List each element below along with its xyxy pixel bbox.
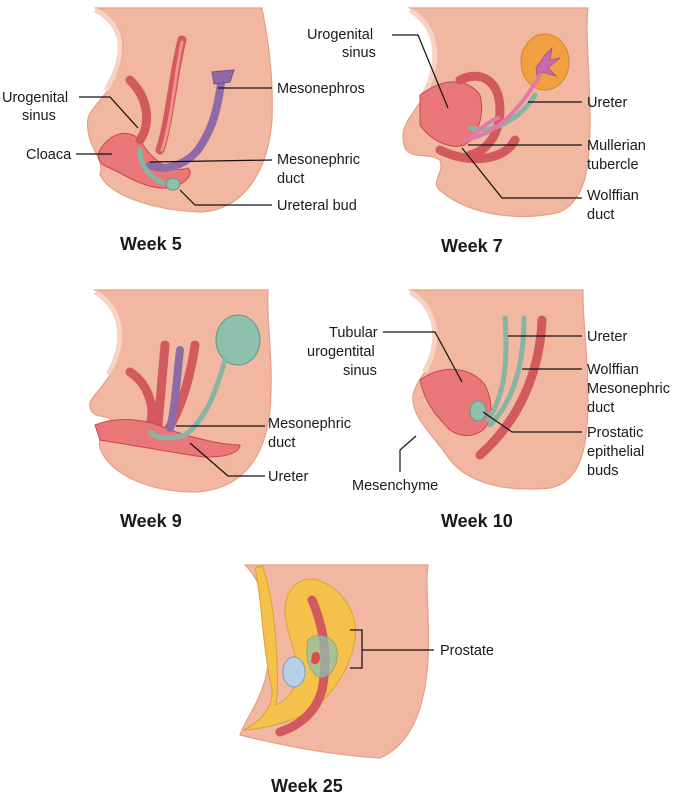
urogenital-sinus-week-7	[419, 81, 483, 147]
label-mesonephric-duct-week-5: Mesonephric duct	[277, 152, 364, 187]
caption-week-10: Week 10	[441, 511, 513, 531]
label-mesonephric-duct-week-9: Mesonephric duct	[268, 416, 355, 451]
label-ureteral-bud-week-5: Ureteral bud	[277, 198, 357, 214]
panel-week-5: Urogenital sinus Cloaca Mesonephros Meso…	[2, 7, 365, 254]
caption-week-5: Week 5	[120, 234, 182, 254]
label-prostate-week-25: Prostate	[440, 643, 494, 659]
caption-week-9: Week 9	[120, 511, 182, 531]
prostatic-buds-week-10	[469, 400, 487, 422]
panel-week-10: Tubular urogentital sinus Ureter Wolffia…	[307, 289, 674, 531]
kidney-week-9	[215, 314, 261, 366]
label-prostatic-epithelial-buds-week-10: Prostatic epithelial buds	[587, 425, 648, 479]
bladder-lumen-week-25	[282, 656, 306, 688]
hindgut-tube-week-5	[125, 75, 152, 145]
mullerian-duct-week-7	[468, 116, 500, 142]
ureter-week-9	[147, 357, 228, 441]
label-wolffian-duct-week-7: Wolffian duct	[587, 188, 643, 223]
label-urogenital-sinus-week-5: Urogenital sinus	[2, 90, 72, 124]
label-ureter-week-9: Ureter	[268, 469, 308, 485]
label-mullerian-tubercle-week-7: Mullerian tubercle	[587, 138, 650, 173]
panel-week-25: Prostate Week 25	[239, 564, 494, 796]
label-urogenital-sinus-week-7: Urogenital sinus	[307, 27, 377, 61]
prostate-week-25	[306, 634, 338, 679]
caption-week-25: Week 25	[271, 776, 343, 796]
label-mesenchyme-week-10: Mesenchyme	[352, 478, 438, 494]
caption-week-7: Week 7	[441, 236, 503, 256]
verumontanum-week-25	[311, 651, 320, 665]
mesonephric-duct-week-9	[166, 346, 184, 432]
renal-pelvis-week-7	[535, 46, 561, 84]
hindgut-week-9	[125, 367, 157, 430]
panel-week-7: Urogenital sinus Ureter Mullerian tuberc…	[307, 7, 650, 256]
label-ureter-week-10: Ureter	[587, 329, 627, 345]
mesonephric-duct-week-5	[137, 147, 171, 187]
label-ureter-week-7: Ureter	[587, 95, 627, 111]
label-cloaca-week-5: Cloaca	[26, 147, 72, 163]
urethra-week-25	[275, 595, 330, 737]
label-tubular-urogenital-sinus-week-10: Tubular urogentital sinus	[307, 325, 382, 379]
ureteral-bud-week-5	[165, 177, 181, 191]
label-wolffian-mesonephric-duct-week-10: Wolffian Mesonephric duct	[587, 362, 674, 416]
wolffian-duct-week-10	[487, 315, 527, 428]
panel-week-9: Mesonephric duct Ureter Week 9	[89, 289, 355, 531]
ureter-week-10	[485, 315, 509, 423]
fatty-tissue-week-25	[243, 565, 356, 731]
mesonephros-tip-week-5	[211, 69, 235, 85]
mesonephros-week-5	[146, 71, 226, 172]
rectum-week-10	[475, 315, 547, 460]
label-mesonephros-week-5: Mesonephros	[277, 81, 365, 97]
